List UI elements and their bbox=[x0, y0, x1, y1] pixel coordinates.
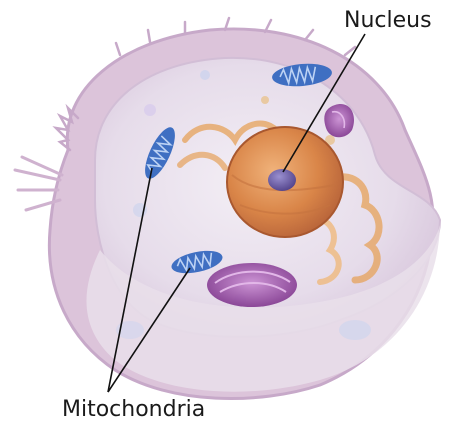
nucleus bbox=[227, 127, 343, 237]
nucleolus bbox=[268, 169, 296, 191]
nucleus-label: Nucleus bbox=[344, 10, 432, 32]
mitochondria-label: Mitochondria bbox=[62, 399, 205, 421]
golgi-apparatus-right bbox=[324, 104, 354, 137]
golgi-apparatus-bottom bbox=[207, 263, 297, 307]
